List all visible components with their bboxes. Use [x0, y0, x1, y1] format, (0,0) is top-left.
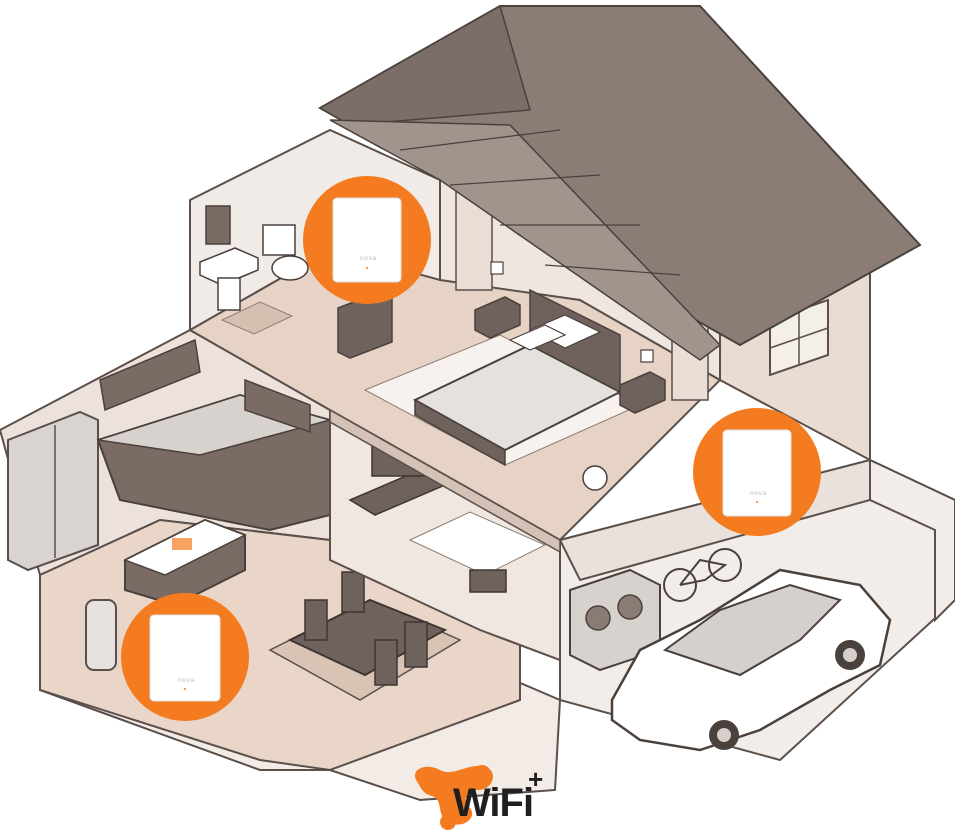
laptop: [172, 538, 192, 550]
router-badge-kitchen: nova: [121, 593, 249, 721]
living-rug: [408, 511, 547, 576]
bathroom-sink: [199, 247, 259, 286]
router-brand-label: nova: [750, 490, 767, 497]
router-badge-upstairs: nova: [303, 176, 431, 304]
side-table: [469, 569, 507, 593]
router-badge-garage: nova: [693, 408, 821, 536]
dining-table: [287, 598, 448, 677]
wifi-logo-plus: +: [528, 764, 544, 794]
upper-cabinets: [99, 338, 201, 412]
toilet: [262, 224, 309, 281]
refrigerator: [7, 410, 99, 572]
garage-right-wall: [869, 458, 955, 623]
nightstand-left: [474, 261, 521, 339]
water-heater: [85, 599, 117, 671]
router-brand-label: nova: [178, 677, 195, 684]
wifi-logo-text: WiFi: [453, 781, 534, 825]
bathroom-mat: [220, 301, 294, 335]
nightstand-right: [619, 349, 666, 414]
roof: [317, 4, 922, 361]
bathroom-mirror: [205, 205, 231, 245]
wifi-plus-logo-mark: [415, 765, 493, 830]
robot-vacuum: [582, 465, 608, 491]
car: [610, 568, 892, 752]
router-brand-label: nova: [360, 255, 377, 262]
bicycle: [663, 548, 742, 602]
